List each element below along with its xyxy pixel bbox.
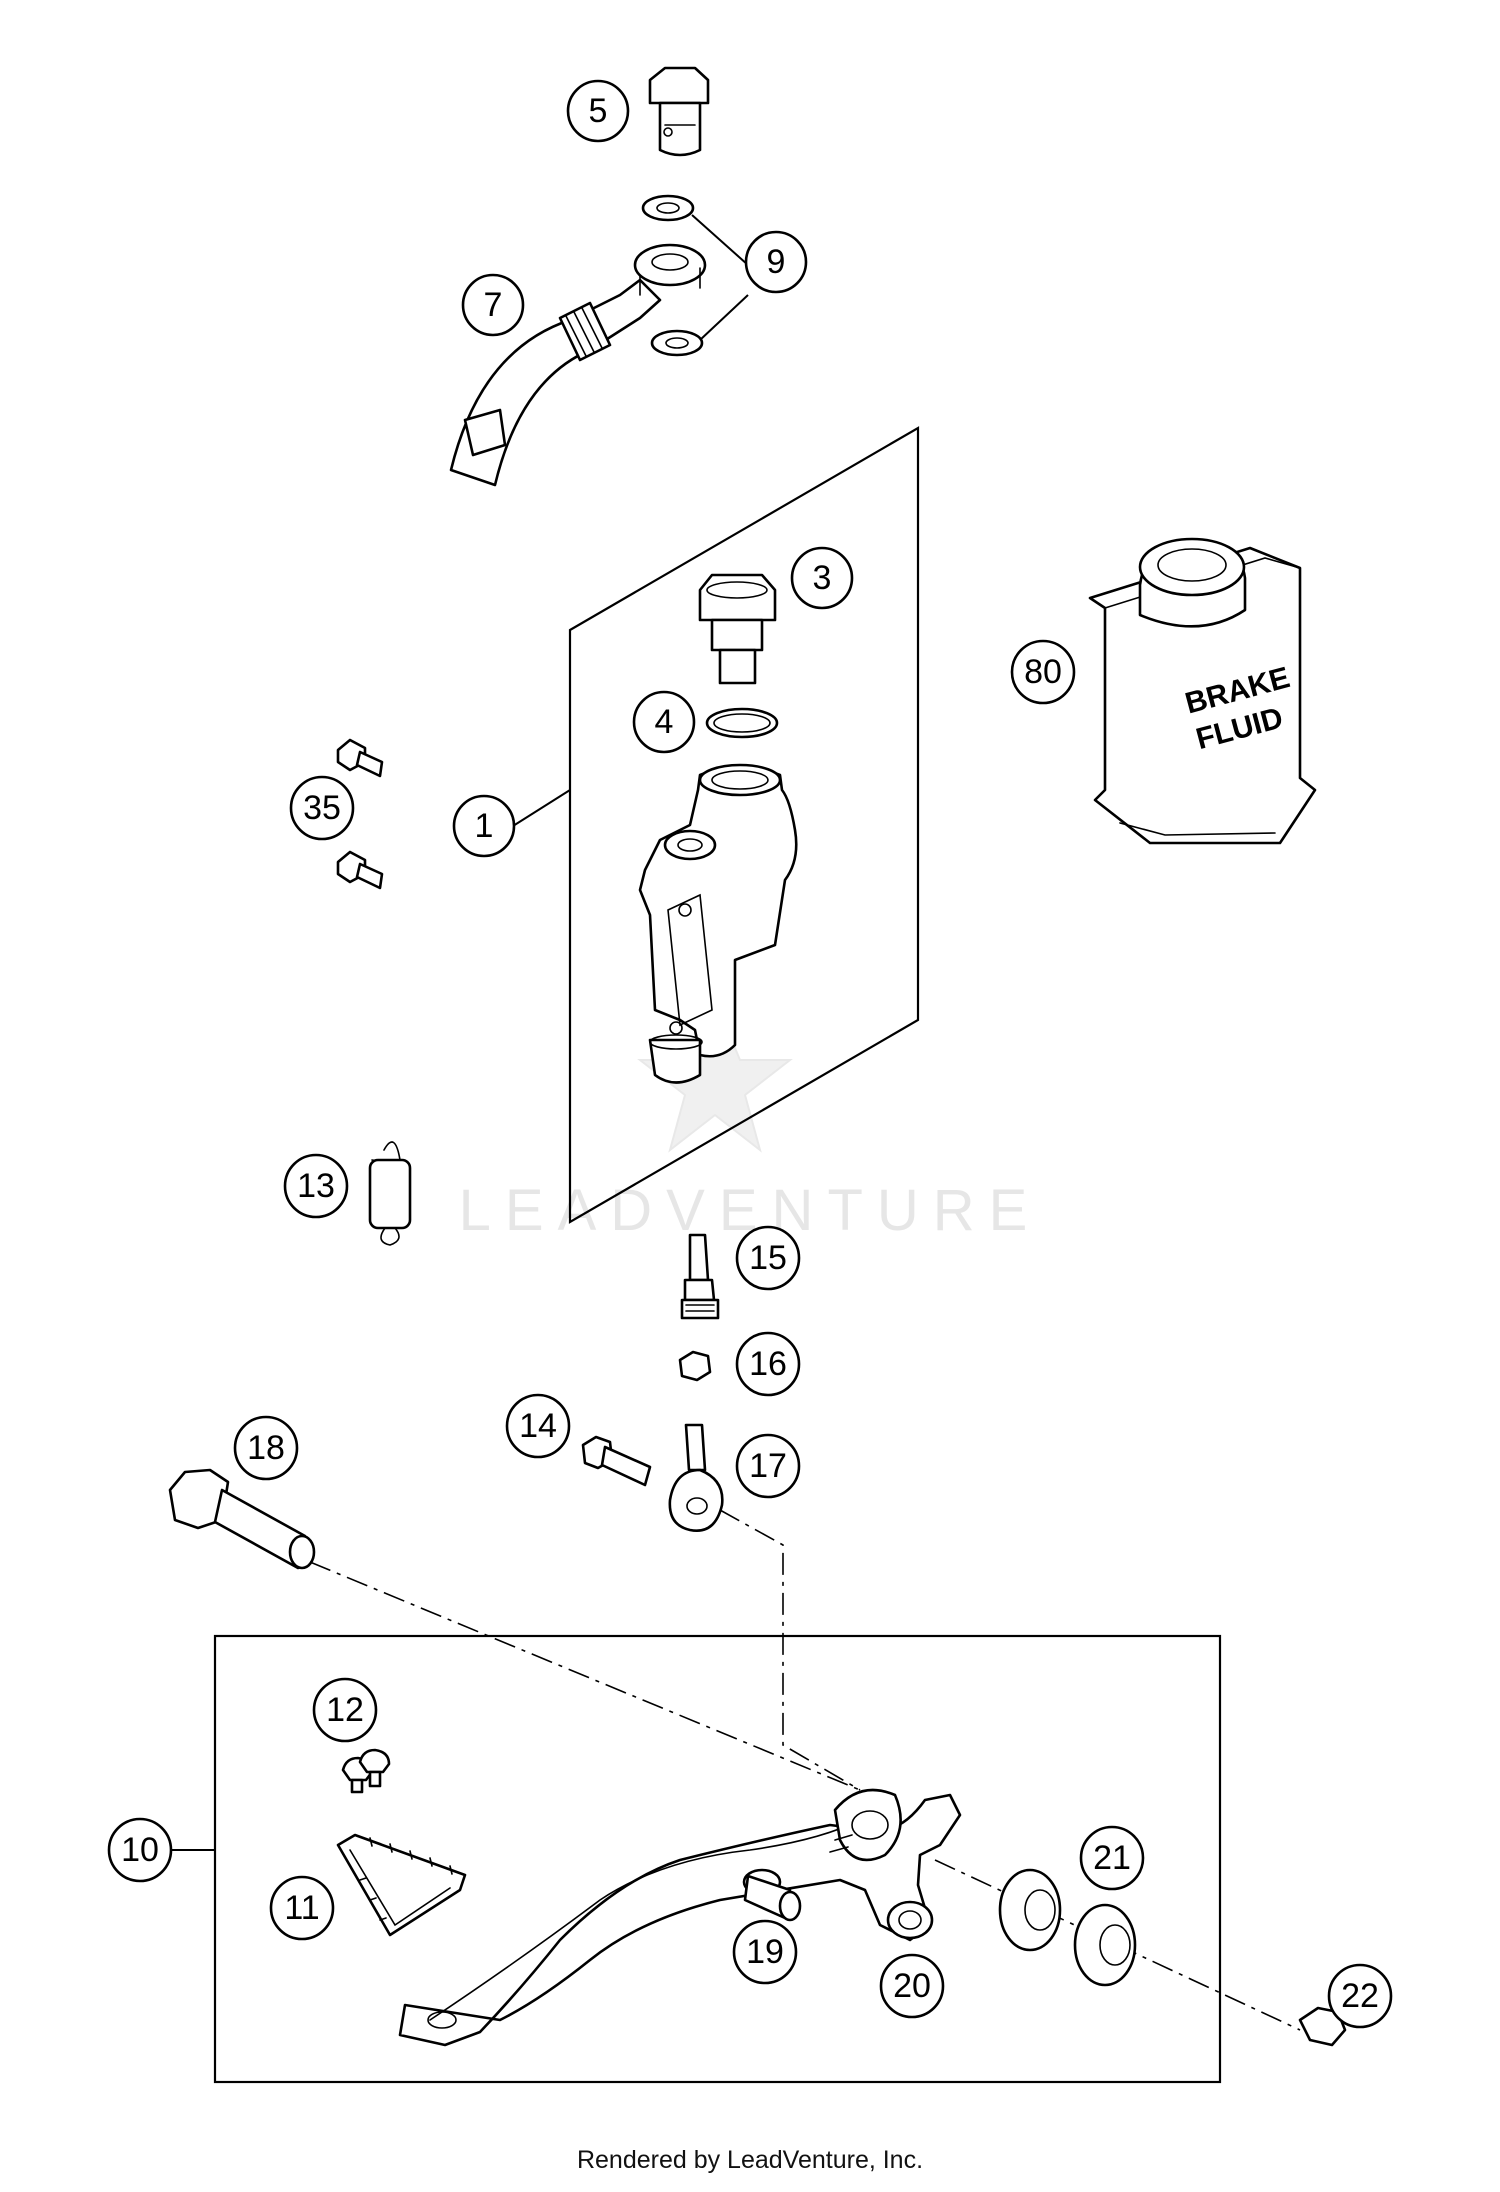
lock-nut	[678, 1350, 712, 1382]
bearings	[998, 1868, 1137, 1987]
callout-5: 5	[566, 79, 630, 143]
master-cylinder-frame	[568, 426, 920, 1224]
leader-lines	[142, 214, 749, 1851]
copper-washers	[641, 194, 704, 357]
svg-text:11: 11	[284, 1889, 319, 1927]
watermark: LEADVENTURE	[459, 997, 1042, 1243]
brake-pedal-frame	[213, 1634, 1222, 2084]
clevis	[668, 1423, 724, 1532]
clevis-bolt	[581, 1435, 652, 1487]
return-spring	[368, 1141, 412, 1246]
mounting-screws	[336, 738, 384, 890]
svg-text:21: 21	[1093, 1839, 1131, 1877]
callout-18: 18	[233, 1415, 299, 1481]
pivot-nut	[1298, 2006, 1347, 2047]
callout-11: 11	[269, 1875, 335, 1941]
callout-12: 12	[312, 1677, 378, 1743]
brake-hose	[449, 243, 707, 487]
bushing	[886, 1900, 934, 1940]
svg-text:17: 17	[749, 1447, 787, 1485]
svg-text:80: 80	[1024, 653, 1062, 691]
svg-text:9: 9	[767, 243, 786, 281]
svg-text:19: 19	[746, 1933, 784, 1971]
callout-35: 35	[289, 775, 355, 841]
callout-7: 7	[461, 273, 525, 337]
callout-22: 22	[1327, 1963, 1393, 2029]
callout-14: 14	[505, 1393, 571, 1459]
callout-16: 16	[735, 1331, 801, 1397]
svg-text:5: 5	[589, 92, 608, 130]
push-rod	[680, 1233, 720, 1320]
callout-4: 4	[632, 690, 696, 754]
callout-9: 9	[744, 230, 808, 294]
brake-pedal	[398, 1788, 962, 2047]
pivot-bolt	[168, 1468, 316, 1570]
callout-13: 13	[283, 1153, 349, 1219]
assembly-line-clevis	[719, 1509, 861, 1791]
svg-text:14: 14	[519, 1407, 557, 1445]
svg-text:13: 13	[297, 1167, 335, 1205]
svg-text:4: 4	[655, 703, 674, 741]
banjo-bolt	[648, 66, 710, 157]
footer-credit: Rendered by LeadVenture, Inc.	[576, 2146, 924, 2174]
reservoir-fitting	[698, 573, 777, 685]
callout-1: 1	[452, 794, 516, 858]
brake-fluid-can: BRAKE FLUID	[1088, 537, 1317, 845]
watermark-text: LEADVENTURE	[459, 1178, 1042, 1243]
svg-text:35: 35	[303, 789, 341, 827]
brake-foot-plate	[336, 1833, 467, 1937]
svg-text:7: 7	[484, 286, 503, 324]
svg-text:15: 15	[749, 1239, 787, 1277]
svg-text:12: 12	[326, 1691, 364, 1729]
assembly-line-pivot	[309, 1561, 861, 1791]
svg-text:16: 16	[749, 1345, 787, 1383]
svg-text:1: 1	[475, 807, 494, 845]
svg-text:22: 22	[1341, 1977, 1379, 2015]
callout-21: 21	[1079, 1825, 1145, 1891]
pedal-pin	[742, 1868, 802, 1922]
callout-10: 10	[107, 1817, 173, 1883]
callout-3: 3	[790, 546, 854, 610]
callout-20: 20	[879, 1953, 945, 2019]
callout-15: 15	[735, 1225, 801, 1291]
callout-17: 17	[735, 1433, 801, 1499]
callout-19: 19	[732, 1919, 798, 1985]
footplate-screws	[341, 1748, 391, 1794]
svg-text:10: 10	[121, 1831, 159, 1869]
svg-text:20: 20	[893, 1967, 931, 2005]
svg-text:3: 3	[813, 559, 832, 597]
svg-text:18: 18	[247, 1429, 285, 1467]
callout-80: 80	[1010, 639, 1076, 705]
master-cylinder	[638, 763, 798, 1084]
